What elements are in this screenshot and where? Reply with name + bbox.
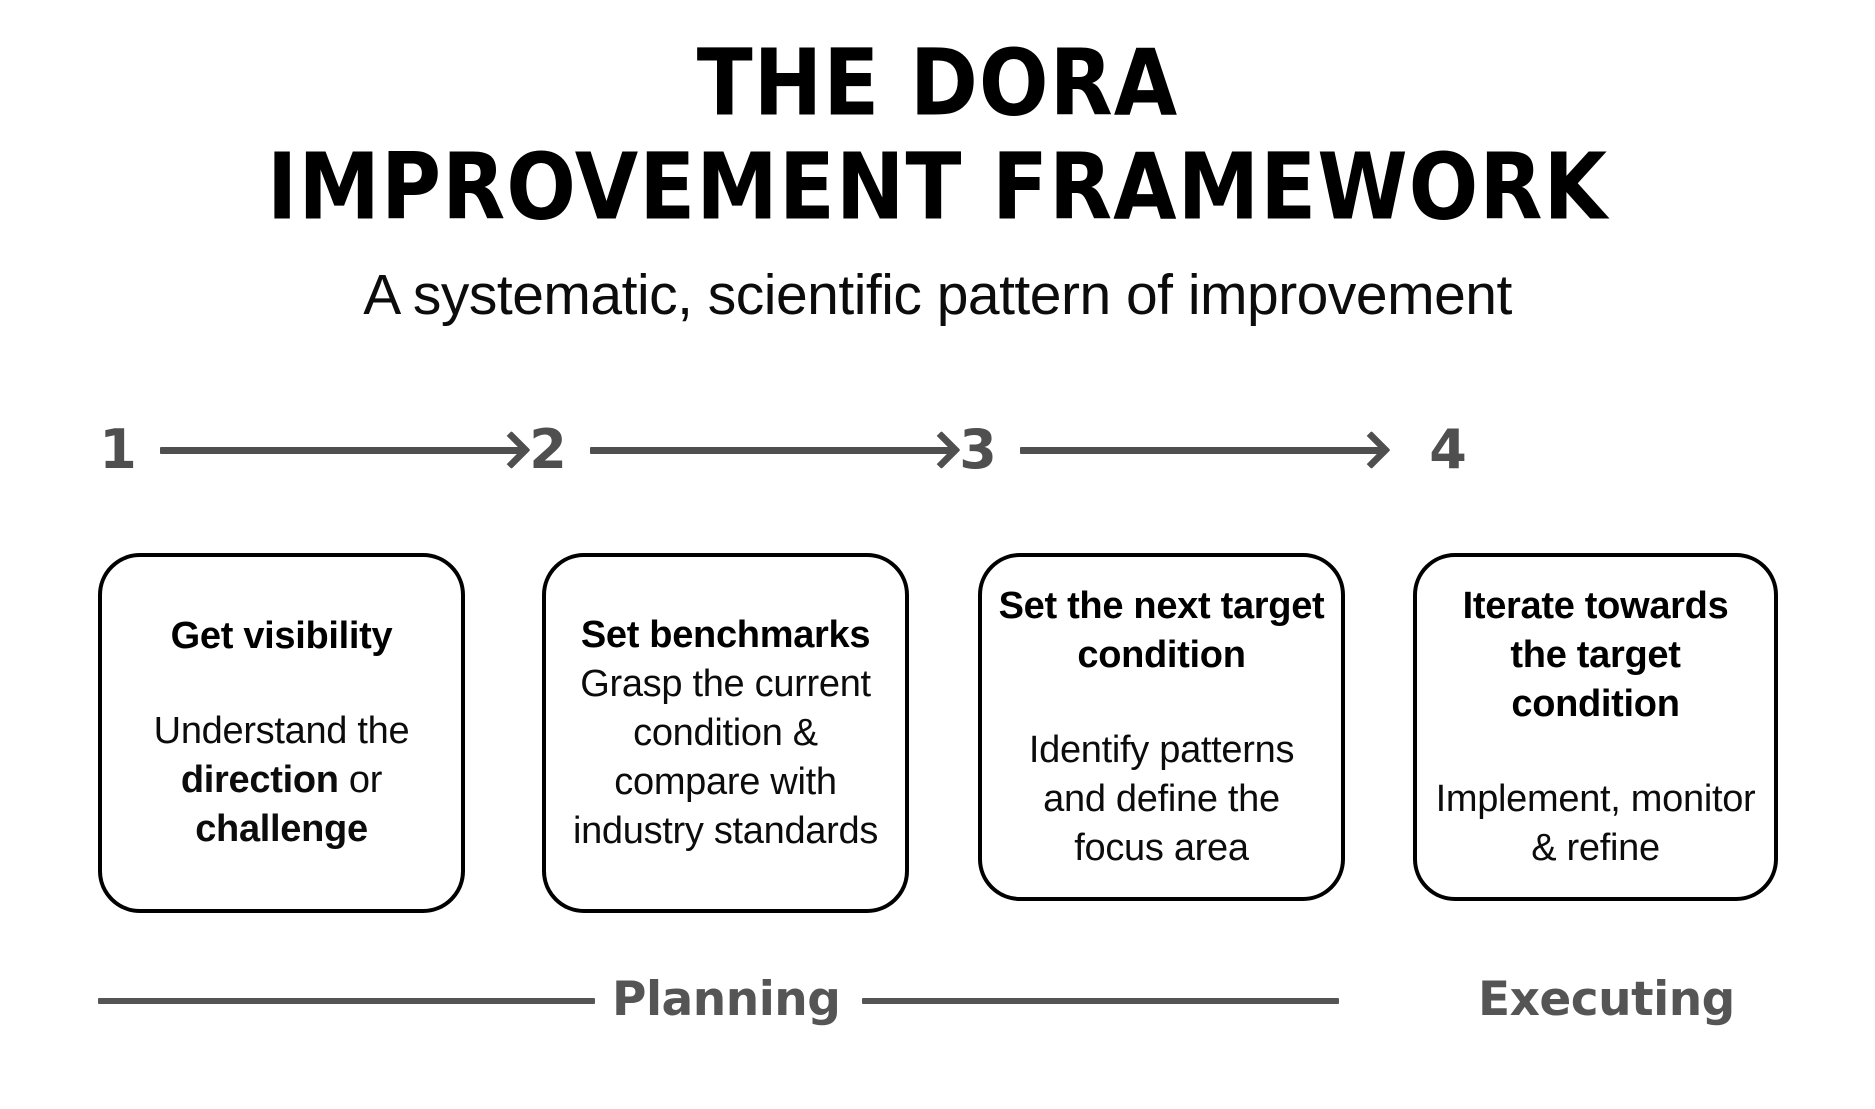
card-1-body-middle: or [338,759,383,801]
card-2-body: Grasp the current condition & compare wi… [572,662,879,852]
step-number-3: 3 [959,418,997,481]
step-number-1: 1 [99,418,137,481]
card-3-body: Identify patterns and define the focus a… [1028,728,1295,869]
right-arrow-icon [590,446,952,454]
card-4-body: Implement, monitor & refine [1435,777,1756,869]
step-cell-2: 2 [528,418,958,482]
planning-line-left [98,998,595,1004]
card-1-body-bold-2: challenge [195,808,368,850]
planning-label: Planning [612,972,841,1027]
card-2-heading: Set benchmarks [580,613,871,656]
executing-label: Executing [1478,972,1735,1027]
card-set-target-condition[interactable]: Set the next target condition Identify p… [978,553,1345,901]
right-arrow-icon [160,446,522,454]
step-cell-3: 3 [958,418,1388,482]
page-title: THE DORA IMPROVEMENT FRAMEWORK [0,26,1875,240]
card-row: Get visibility Understand the direction … [0,553,1875,913]
title-line-1: THE DORA [696,30,1179,137]
step-cell-4: 4 [1388,418,1508,482]
step-cell-1: 1 [98,418,528,482]
page-subtitle: A systematic, scientific pattern of impr… [363,263,1512,327]
card-get-visibility[interactable]: Get visibility Understand the direction … [98,553,465,913]
card-4-heading: Iterate towards the target condition [1462,584,1729,725]
card-3-heading: Set the next target condition [998,584,1325,676]
card-1-body-prefix: Understand the [153,710,410,752]
card-1-body-bold-1: direction [180,759,339,801]
card-iterate-target-condition[interactable]: Iterate towards the target condition Imp… [1413,553,1778,901]
step-number-2: 2 [529,418,567,481]
right-arrow-icon [1020,446,1382,454]
card-1-heading: Get visibility [170,615,393,657]
card-set-benchmarks[interactable]: Set benchmarks Grasp the current conditi… [542,553,909,913]
step-number-4: 4 [1429,418,1467,481]
planning-line-right [862,998,1339,1004]
title-line-2: IMPROVEMENT FRAMEWORK [266,134,1609,241]
phase-legend: Planning Executing [0,962,1875,1042]
step-sequence: 1 2 3 4 [98,418,1778,482]
card-1-body: Understand the direction or challenge [118,707,445,854]
